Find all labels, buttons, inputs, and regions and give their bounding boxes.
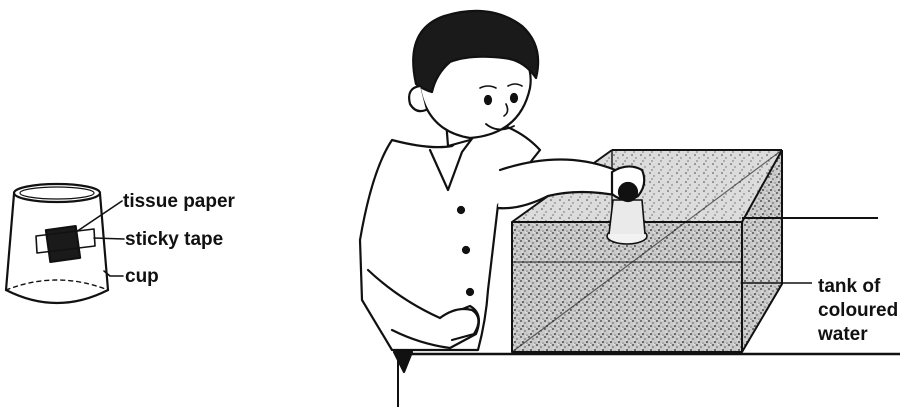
- label-tank-line-1: tank of: [818, 275, 898, 299]
- label-tank-line-3: water: [818, 323, 898, 347]
- shirt-button: [458, 207, 464, 213]
- cup-left-side: [6, 194, 14, 290]
- held-cup-top: [619, 183, 637, 201]
- boy-eye-left: [485, 96, 491, 104]
- cup-bottom-rim-back: [6, 280, 108, 290]
- label-tank-line-2: coloured: [818, 299, 898, 323]
- label-sticky-tape: sticky tape: [125, 229, 223, 251]
- label-cup: cup: [125, 266, 159, 288]
- label-tissue-paper: tissue paper: [123, 191, 235, 213]
- shirt-button: [463, 247, 469, 253]
- cup-bottom-rim-front: [6, 290, 108, 303]
- submerged-cup-body: [609, 200, 645, 234]
- cup-drawing: [6, 184, 124, 303]
- boy-belt-shadow: [394, 352, 412, 372]
- leader-sticky-tape: [94, 238, 124, 239]
- cup-right-side: [100, 194, 108, 290]
- shirt-button: [467, 289, 473, 295]
- boy-eye-right: [511, 94, 517, 102]
- leader-tissue-paper: [76, 201, 122, 232]
- label-tank-of-coloured-water: tank of coloured water: [818, 275, 898, 347]
